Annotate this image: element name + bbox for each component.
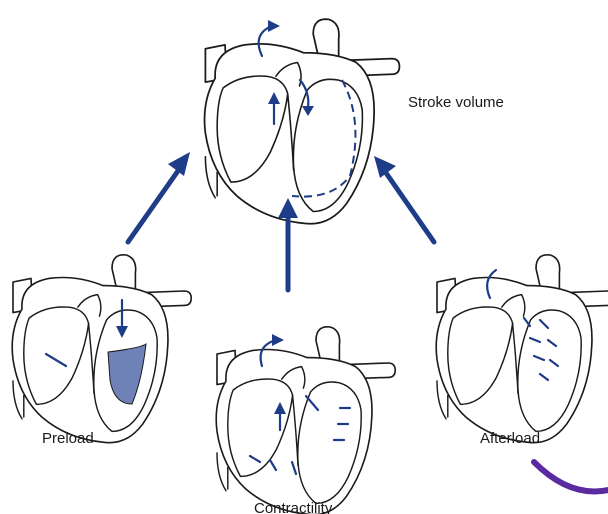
arrowhead bbox=[168, 152, 190, 176]
heart-cross-section-icon bbox=[435, 254, 608, 444]
flow-arrowhead bbox=[272, 334, 284, 346]
pressure-arrows bbox=[522, 316, 560, 382]
flow-arrow bbox=[304, 394, 320, 412]
arrow-afterload-to-sv bbox=[374, 156, 437, 245]
heart-cross-section-icon bbox=[11, 254, 193, 444]
label-preload: Preload bbox=[42, 430, 94, 447]
flow-arrowhead bbox=[116, 326, 128, 338]
ejection-dashed-outline bbox=[291, 79, 357, 198]
corner-swoosh bbox=[531, 459, 608, 495]
heart-cross-section-icon bbox=[215, 326, 397, 514]
heart-preload bbox=[11, 254, 193, 444]
flow-arrow bbox=[298, 78, 310, 110]
flow-arrowhead bbox=[302, 106, 314, 116]
heart-afterload bbox=[435, 254, 608, 444]
label-afterload: Afterload bbox=[480, 430, 541, 447]
flow-arrow bbox=[44, 352, 68, 368]
label-contractility: Contractility bbox=[254, 500, 333, 514]
arrowhead bbox=[278, 198, 298, 218]
label-stroke-volume: Stroke volume bbox=[408, 94, 504, 111]
flow-arrow bbox=[485, 268, 498, 300]
arrowhead bbox=[374, 156, 396, 178]
arrow-up-icon bbox=[125, 165, 183, 245]
filled-ventricle bbox=[107, 342, 147, 405]
arrow-up-icon bbox=[381, 167, 437, 245]
flow-arrowhead bbox=[268, 20, 280, 32]
flow-arrowhead bbox=[268, 92, 280, 104]
arrow-preload-to-sv bbox=[125, 152, 190, 245]
flow-arrowhead bbox=[274, 402, 286, 414]
contraction-ticks bbox=[248, 406, 352, 476]
heart-cross-section-icon bbox=[203, 18, 401, 225]
arrow-contractility-to-sv bbox=[278, 198, 298, 293]
heart-stroke-volume bbox=[203, 18, 401, 225]
heart-contractility bbox=[215, 326, 397, 514]
